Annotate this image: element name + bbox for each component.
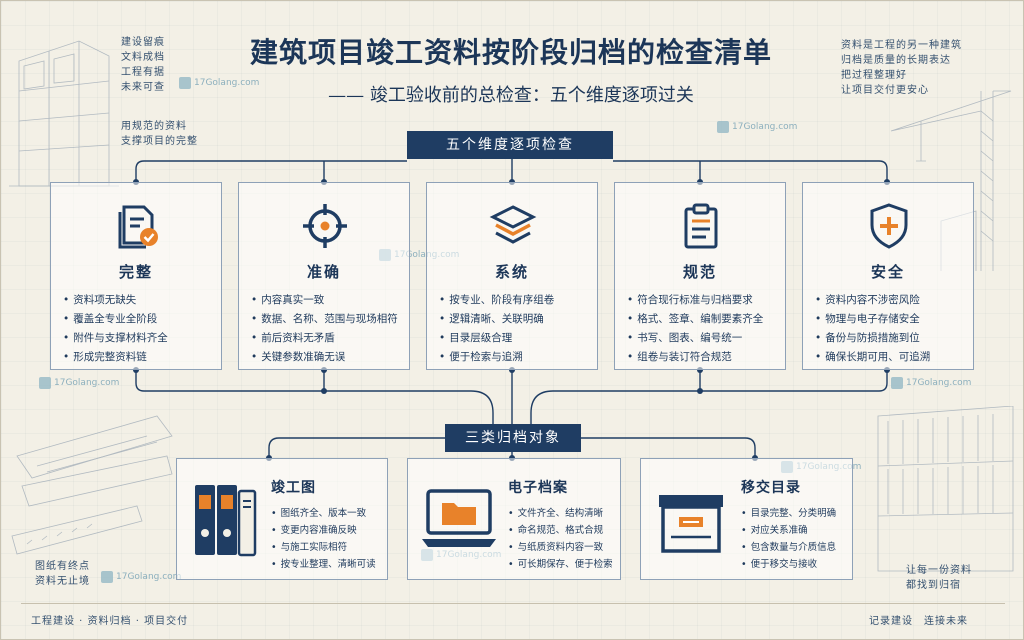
list-item: 目录层级合理: [439, 329, 554, 348]
list-item: 命名规范、格式合规: [508, 522, 613, 539]
list-item: 覆盖全专业全阶段: [63, 310, 168, 329]
shield-plus-icon: [870, 203, 908, 249]
list-item: 内容真实一致: [251, 291, 398, 310]
watermark-logo: 17Golang.com: [179, 77, 259, 89]
list-item: 包含数量与介质信息: [741, 539, 837, 556]
list-item: 符合现行标准与归档要求: [627, 291, 763, 310]
list-item: 前后资料无矛盾: [251, 329, 398, 348]
dimension-checklist: 按专业、阶段有序组卷 逻辑清晰、关联明确 目录层级合理 便于检索与追溯: [439, 291, 554, 367]
dimension-card-secure: 安全 资料内容不涉密风险 物理与电子存储安全 备份与防损措施到位 确保长期可用、…: [802, 182, 974, 370]
dimension-card-complete: 完整 资料项无缺失 覆盖全专业全阶段 附件与支撑材料齐全 形成完整资料链: [50, 182, 222, 370]
list-item: 逻辑清晰、关联明确: [439, 310, 554, 329]
dimension-checklist: 符合现行标准与归档要求 格式、签章、编制要素齐全 书写、图表、编号统一 组卷与装…: [627, 291, 763, 367]
document-check-icon: [118, 205, 158, 249]
list-item: 确保长期可用、可追溯: [815, 348, 930, 367]
blueprint-rolls-illustration: [11, 415, 173, 555]
footer-divider: [21, 603, 1005, 604]
target-crosshair-icon: [303, 204, 347, 248]
dimension-title: 安全: [870, 263, 905, 281]
list-item: 对应关系准确: [741, 522, 836, 539]
corner-note-left-mid: 用规范的资料 支撑项目的完整: [121, 121, 198, 147]
dimension-checklist: 内容真实一致 数据、名称、范围与现场相符 前后资料无矛盾 关键参数准确无误: [251, 291, 398, 367]
list-item: 资料项无缺失: [63, 291, 168, 310]
object-checklist: 图纸齐全、版本一致 变更内容准确反映 与施工实际相符 按专业整理、清晰可读: [271, 505, 376, 573]
footer-right-text: 记录建设 连接未来: [869, 616, 968, 627]
object-title: 移交目录: [741, 480, 801, 496]
page-subtitle: —— 竣工验收前的总检查：五个维度逐项过关: [328, 85, 694, 106]
binders-icon: [195, 485, 257, 557]
building-sketch-illustration: [9, 40, 119, 187]
object-title: 电子档案: [508, 480, 568, 496]
list-item: 按专业、阶段有序组卷: [439, 291, 554, 310]
list-item: 目录完整、分类明确: [741, 505, 837, 522]
dimension-card-standard: 规范 符合现行标准与归档要求 格式、签章、编制要素齐全 书写、图表、编号统一 组…: [614, 182, 786, 370]
dimension-title: 规范: [682, 263, 717, 281]
dimension-title: 完整: [118, 263, 153, 281]
list-item: 可长期保存、便于检索: [508, 556, 613, 573]
dimension-title: 系统: [494, 263, 529, 281]
object-card-as-built-drawings: 竣工图 图纸齐全、版本一致 变更内容准确反映 与施工实际相符 按专业整理、清晰可…: [176, 458, 388, 580]
list-item: 资料内容不涉密风险: [815, 291, 930, 310]
watermark-logo: 17Golang.com: [101, 571, 181, 583]
list-item: 便于移交与接收: [741, 556, 836, 573]
layers-icon: [489, 205, 537, 244]
object-checklist: 目录完整、分类明确 对应关系准确 包含数量与介质信息 便于移交与接收: [741, 505, 837, 573]
watermark-logo: 17Golang.com: [891, 377, 971, 389]
list-item: 图纸齐全、版本一致: [271, 505, 376, 522]
list-item: 形成完整资料链: [63, 348, 168, 367]
section-label-objects: 三类归档对象: [445, 424, 581, 452]
watermark-logo: 17Golang.com: [717, 121, 797, 133]
object-checklist: 文件齐全、结构清晰 命名规范、格式合规 与纸质资料内容一致 可长期保存、便于检索: [508, 505, 613, 573]
page-title: 建筑项目竣工资料按阶段归档的检查清单: [249, 36, 772, 69]
watermark-logo: 17Golang.com: [39, 377, 119, 389]
archive-shelves-illustration: [877, 406, 1014, 572]
list-item: 数据、名称、范围与现场相符: [251, 310, 398, 329]
list-item: 文件齐全、结构清晰: [508, 505, 613, 522]
list-item: 变更内容准确反映: [271, 522, 376, 539]
list-item: 附件与支撑材料齐全: [63, 329, 168, 348]
list-item: 与施工实际相符: [271, 539, 376, 556]
list-item: 书写、图表、编号统一: [627, 329, 763, 348]
corner-note-bottom-left: 图纸有终点 资料无止境: [35, 561, 90, 587]
dimension-checklist: 资料内容不涉密风险 物理与电子存储安全 备份与防损措施到位 确保长期可用、可追溯: [815, 291, 930, 367]
list-item: 备份与防损措施到位: [815, 329, 930, 348]
list-item: 组卷与装订符合规范: [627, 348, 763, 367]
list-item: 便于检索与追溯: [439, 348, 554, 367]
clipboard-list-icon: [684, 203, 718, 249]
list-item: 物理与电子存储安全: [815, 310, 930, 329]
object-card-handover-catalog: 移交目录 目录完整、分类明确 对应关系准确 包含数量与介质信息 便于移交与接收: [640, 458, 853, 580]
dimension-title: 准确: [306, 263, 341, 281]
object-title: 竣工图: [271, 480, 316, 496]
corner-note-bottom-right: 让每一份资料 都找到归宿: [906, 565, 972, 591]
list-item: 与纸质资料内容一致: [508, 539, 613, 556]
object-card-electronic-archive: 电子档案 文件齐全、结构清晰 命名规范、格式合规 与纸质资料内容一致 可长期保存…: [407, 458, 621, 580]
laptop-folder-icon: [422, 489, 496, 547]
section-label-dimensions: 五个维度逐项检查: [407, 131, 613, 159]
archive-box-icon: [659, 495, 723, 553]
list-item: 按专业整理、清晰可读: [271, 556, 376, 573]
dimension-checklist: 资料项无缺失 覆盖全专业全阶段 附件与支撑材料齐全 形成完整资料链: [63, 291, 168, 367]
corner-note-top-right: 资料是工程的另一种建筑 归档是质量的长期表达 把过程整理好 让项目交付更安心: [841, 40, 962, 96]
dimension-card-accurate: 准确 内容真实一致 数据、名称、范围与现场相符 前后资料无矛盾 关键参数准确无误: [238, 182, 410, 370]
list-item: 格式、签章、编制要素齐全: [627, 310, 763, 329]
list-item: 关键参数准确无误: [251, 348, 398, 367]
footer-left-text: 工程建设 · 资料归档 · 项目交付: [31, 616, 189, 627]
dimension-card-systematic: 系统 按专业、阶段有序组卷 逻辑清晰、关联明确 目录层级合理 便于检索与追溯: [426, 182, 598, 370]
corner-note-top-left: 建设留痕 文料成档 工程有据 未来可查: [121, 37, 165, 93]
